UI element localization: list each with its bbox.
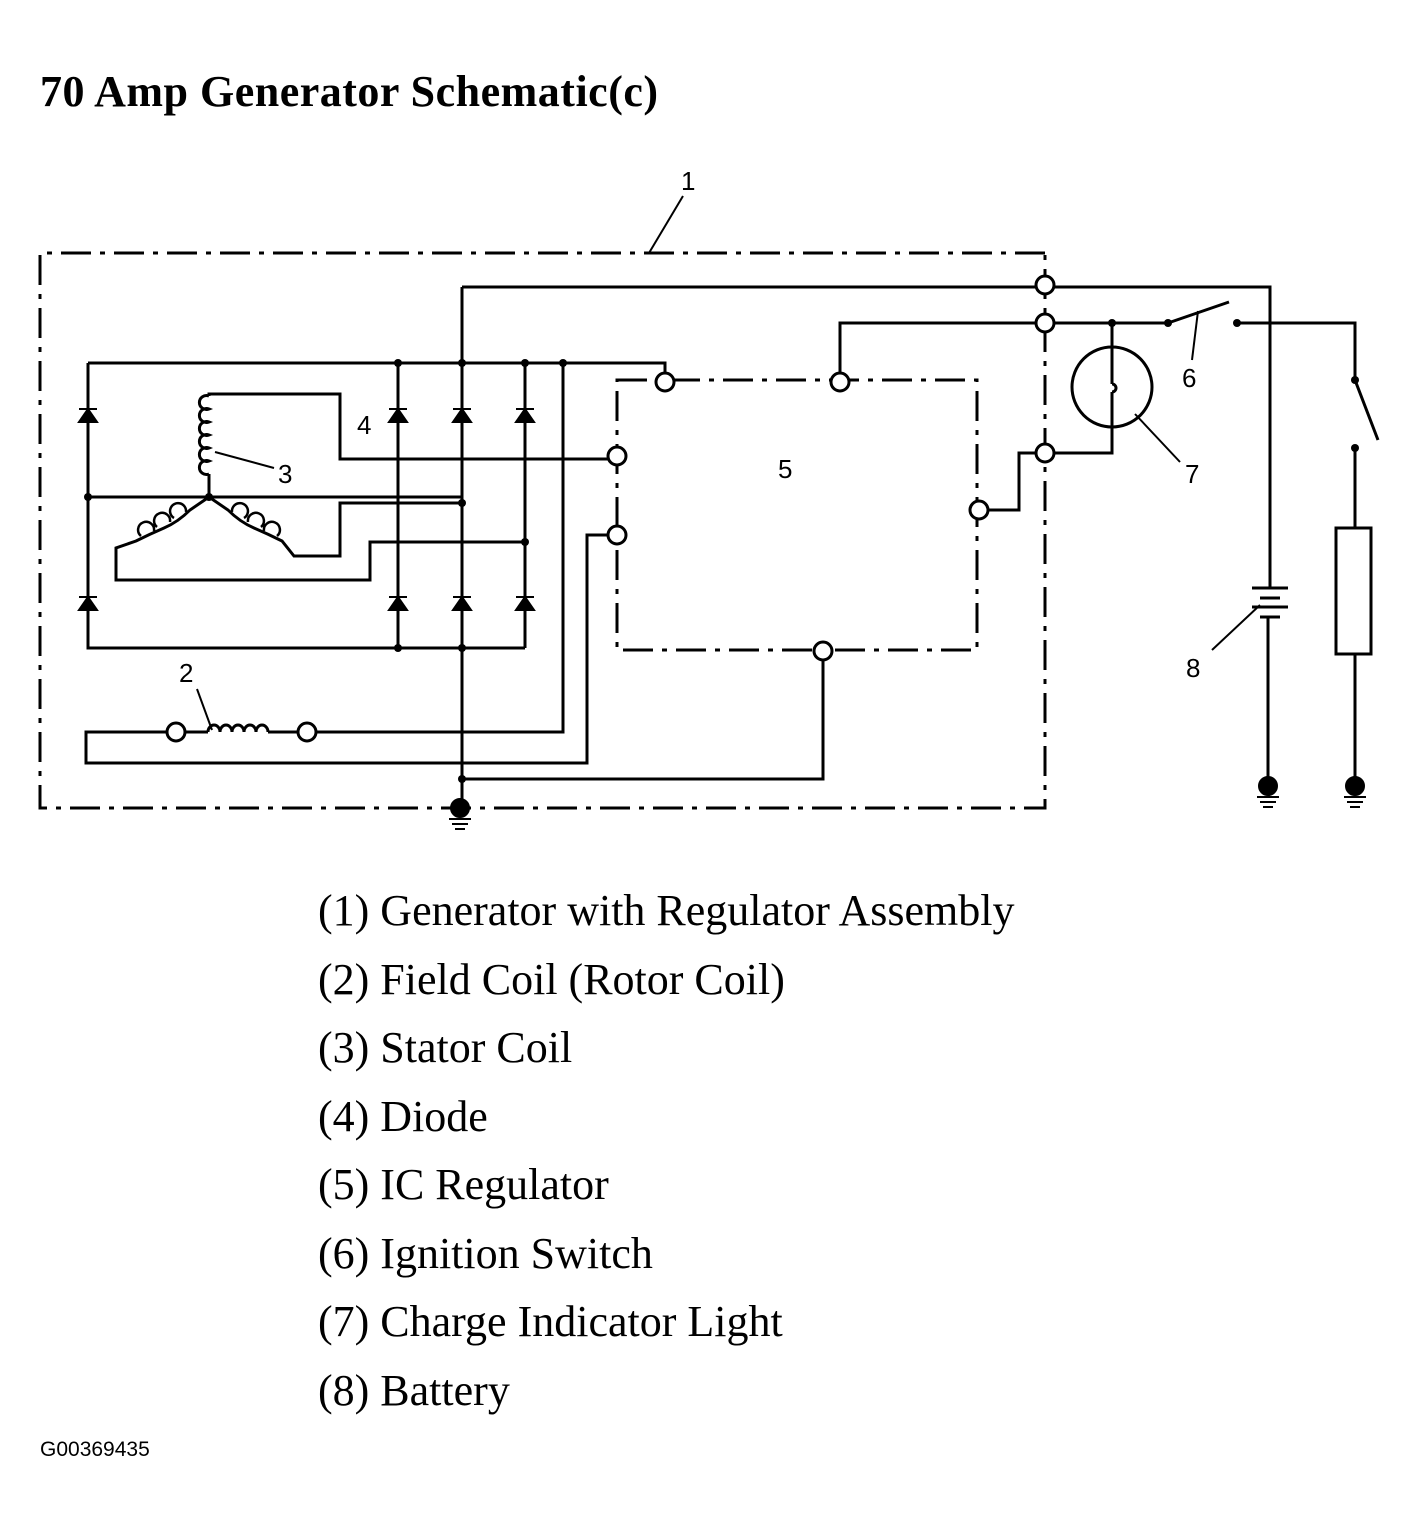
generator-schematic: 1 2 3 4 5 6 7 8: [38, 166, 1380, 830]
diode-group: [77, 407, 536, 611]
ignition-output-wire: [1237, 321, 1380, 441]
figure-id: G00369435: [40, 1438, 150, 1461]
legend-item: (8) Battery: [318, 1365, 510, 1415]
diode: [451, 407, 473, 423]
diagram-title: 70 Amp Generator Schematic(c): [40, 67, 659, 116]
field-coil: [84, 363, 617, 765]
legend-item: (6) Ignition Switch: [318, 1228, 653, 1278]
legend-item: (3) Stator Coil: [318, 1023, 573, 1072]
callout-5: 5: [778, 454, 792, 484]
callout-8: 8: [1186, 653, 1200, 683]
callout-2: 2: [179, 658, 193, 688]
diode: [77, 595, 99, 611]
diode: [77, 407, 99, 423]
callout-7: 7: [1185, 459, 1199, 489]
legend-item: (2) Field Coil (Rotor Coil): [318, 954, 785, 1004]
legend-item: (7) Charge Indicator Light: [318, 1297, 783, 1346]
diode: [514, 595, 536, 611]
ground-symbol: [449, 798, 471, 830]
legend-item: (4) Diode: [318, 1091, 488, 1141]
regulator-wire: [838, 321, 1045, 380]
junction-dots: [84, 319, 1359, 783]
stator-coil: [88, 392, 617, 582]
callout-4: 4: [357, 410, 371, 440]
diode: [387, 407, 409, 423]
charge-indicator-light: [1045, 323, 1154, 455]
battery-plates: [1252, 586, 1288, 619]
callout-3: 3: [278, 459, 292, 489]
diode: [387, 595, 409, 611]
component-legend: (1) Generator with Regulator Assembly (2…: [318, 882, 1015, 1430]
diode: [451, 595, 473, 611]
generator-assembly-boundary: [38, 251, 1047, 810]
callout-6: 6: [1182, 363, 1196, 393]
ground-symbol: [1257, 776, 1279, 808]
diode: [514, 407, 536, 423]
legend-item: (1) Generator with Regulator Assembly: [318, 886, 1015, 935]
regulator-wire: [462, 660, 825, 781]
load-resistor: [1334, 526, 1373, 656]
callout-1: 1: [681, 166, 695, 196]
regulator-wire: [987, 451, 1045, 512]
battery-positive-wire: [1045, 285, 1272, 588]
legend-item: (5) IC Regulator: [318, 1160, 609, 1209]
ground-symbol: [1344, 776, 1366, 808]
ic-regulator-boundary: [615, 378, 979, 652]
terminals: [165, 274, 1056, 743]
